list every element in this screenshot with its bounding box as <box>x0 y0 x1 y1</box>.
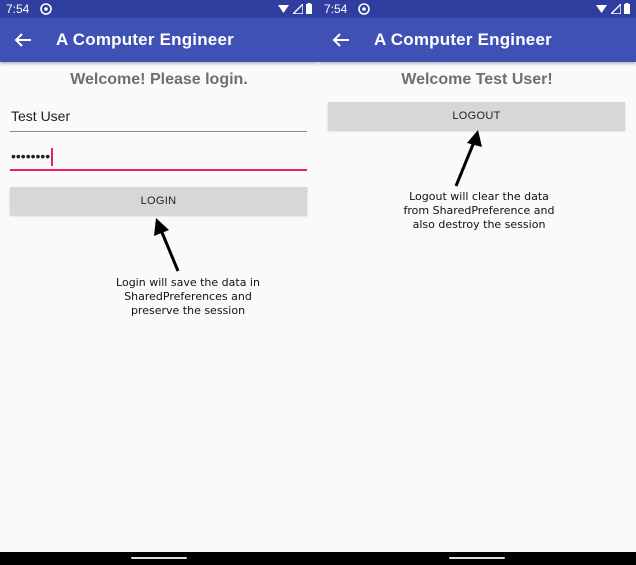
login-button[interactable]: LOGIN <box>10 187 307 215</box>
back-arrow-icon[interactable] <box>12 29 34 51</box>
status-time: 7:54 <box>6 2 30 16</box>
app-title: A Computer Engineer <box>56 30 234 49</box>
status-bar: 7:54 <box>0 0 318 18</box>
status-icons <box>596 2 630 17</box>
signal-icon <box>608 2 622 15</box>
signal-icon <box>290 2 304 15</box>
annotation-line: SharedPreferences and <box>124 290 252 303</box>
app-title: A Computer Engineer <box>374 30 552 49</box>
status-bar: 7:54 <box>318 0 636 18</box>
wifi-icon <box>278 5 290 13</box>
welcome-heading: Welcome! Please login. <box>70 71 248 88</box>
app-bar: A Computer Engineer <box>0 18 318 62</box>
annotation-arrow <box>454 130 482 187</box>
username-value: Test User <box>11 108 71 124</box>
password-dots: •••••••• <box>11 148 51 164</box>
app-bar: A Computer Engineer <box>318 18 636 62</box>
navigation-bar <box>318 552 636 565</box>
logout-button[interactable]: LOGOUT <box>328 102 625 130</box>
welcome-heading: Welcome Test User! <box>401 71 553 88</box>
annotation-line: preserve the session <box>130 304 246 317</box>
navigation-bar <box>0 552 318 565</box>
annotation-arrow <box>154 218 180 272</box>
home-gesture-handle[interactable] <box>449 557 505 559</box>
battery-icon <box>306 3 312 14</box>
home-screen: 7:54 A Computer Engineer Welcome Test Us… <box>318 0 636 565</box>
username-field[interactable]: Test User <box>10 105 307 132</box>
battery-icon <box>624 3 630 14</box>
status-app-icon <box>40 3 52 15</box>
login-screen: 7:54 A Computer Engineer Welcome! Please… <box>0 0 318 565</box>
annotation-line: Logout will clear the data <box>409 190 549 203</box>
annotation-line: also destroy the session <box>412 218 546 231</box>
status-time: 7:54 <box>324 2 348 16</box>
annotation-line: from SharedPreference and <box>403 204 555 217</box>
logout-annotation: Logout will clear the data from SharedPr… <box>366 190 592 232</box>
home-gesture-handle[interactable] <box>131 557 187 559</box>
back-arrow-icon[interactable] <box>330 29 352 51</box>
annotation-line: Login will save the data in <box>116 276 260 289</box>
text-cursor <box>51 148 54 167</box>
login-annotation: Login will save the data in SharedPrefer… <box>90 276 286 318</box>
password-field[interactable]: •••••••• <box>10 145 307 171</box>
status-app-icon <box>358 3 370 15</box>
status-icons <box>278 2 312 17</box>
password-value: •••••••• <box>11 148 54 167</box>
wifi-icon <box>596 5 608 13</box>
